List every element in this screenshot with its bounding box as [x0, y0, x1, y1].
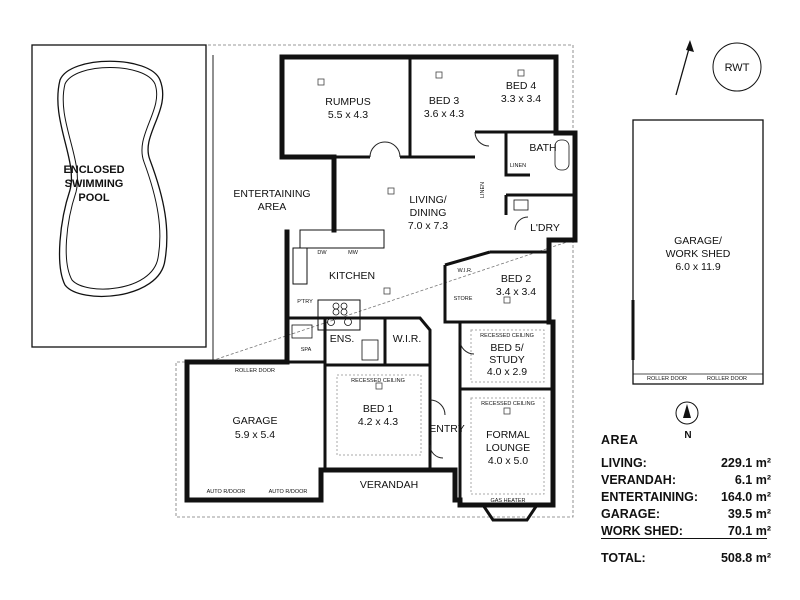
linen-label-2: LINEN — [480, 182, 486, 198]
living-label-line-1: LIVING/ — [409, 194, 446, 206]
dw-label: DW — [317, 250, 327, 256]
area-row: GARAGE: 39.5 m² — [601, 507, 771, 524]
door-swings — [369, 131, 529, 459]
area-row-label: ENTERTAINING: — [601, 490, 698, 504]
living-label-line-2: DINING — [410, 207, 447, 219]
lounge-size: 4.0 x 5.0 — [488, 455, 528, 467]
area-total-value: 508.8 m² — [720, 551, 771, 565]
bed4-size: 3.3 x 3.4 — [501, 93, 541, 105]
mw-label: MW — [348, 250, 359, 256]
wir-bed2-label: W.I.R. — [458, 268, 473, 274]
bed4-label: BED 4 — [506, 80, 537, 92]
ensuite-label: ENS. — [330, 333, 355, 345]
rwt-badge: RWT — [712, 42, 762, 92]
garage-size: 5.9 x 5.4 — [235, 429, 275, 441]
rwt-badge-text: RWT — [725, 62, 750, 74]
pool-enclosure: ENCLOSED SWIMMING POOL — [31, 44, 207, 348]
area-row-label: VERANDAH: — [601, 473, 676, 487]
bath-label: BATH — [529, 142, 556, 154]
rumpus-size: 5.5 x 4.3 — [328, 109, 368, 121]
area-row-label: GARAGE: — [601, 507, 661, 521]
bed1-ceiling-label: RECESSED CEILING — [351, 378, 405, 384]
shed-roller-door-1-label: ROLLER DOOR — [647, 376, 687, 382]
lounge-recessed-ceiling — [470, 397, 545, 495]
shed-label-line-1: GARAGE/ — [674, 235, 722, 247]
area-row: ENTERTAINING: 164.0 m² — [601, 490, 771, 507]
wir-main-label: W.I.R. — [393, 333, 422, 345]
bed5-label-line-2: STUDY — [489, 354, 525, 366]
garage-roller-door-label: ROLLER DOOR — [235, 368, 275, 374]
bed2-size: 3.4 x 3.4 — [496, 286, 536, 298]
kitchen-benches — [291, 139, 570, 361]
pool-label-line-3: POOL — [78, 192, 109, 204]
north-label: N — [684, 430, 691, 441]
area-total-label: TOTAL: — [601, 551, 646, 565]
shed-size: 6.0 x 11.9 — [675, 261, 720, 273]
shed-label-line-2: WORK SHED — [666, 248, 731, 260]
area-row-value: 164.0 m² — [720, 490, 771, 504]
area-row-value: 70.1 m² — [727, 524, 771, 538]
light-markers — [317, 69, 525, 415]
area-row-value: 6.1 m² — [734, 473, 771, 487]
bed5-label-line-1: BED 5/ — [490, 342, 523, 354]
property-boundary — [175, 44, 574, 518]
bed1-recessed-ceiling — [336, 374, 422, 456]
bed1-size: 4.2 x 4.3 — [358, 416, 398, 428]
garage-auto-door-1-label: AUTO R/DOOR — [207, 489, 246, 495]
spa-label: SPA — [301, 347, 312, 353]
lounge-ceiling-label: RECESSED CEILING — [481, 401, 535, 407]
area-table: AREA LIVING: 229.1 m² VERANDAH: 6.1 m² E… — [601, 433, 771, 568]
garage-label: GARAGE — [233, 415, 278, 427]
bed1-label: BED 1 — [363, 403, 394, 415]
area-row-label: LIVING: — [601, 456, 647, 470]
store-label: STORE — [454, 296, 473, 302]
verandah-label: VERANDAH — [360, 479, 418, 491]
pantry-label: P'TRY — [297, 299, 313, 305]
linen-label: LINEN — [510, 163, 526, 169]
gas-heater-label: GAS HEATER — [490, 498, 525, 504]
garage-auto-door-2-label: AUTO R/DOOR — [269, 489, 308, 495]
pool-label-line-2: SWIMMING — [65, 178, 124, 190]
area-row-value: 229.1 m² — [720, 456, 771, 470]
living-size: 7.0 x 7.3 — [408, 220, 448, 232]
area-row: WORK SHED: 70.1 m² — [601, 524, 771, 541]
shed-roller-door-2-label: ROLLER DOOR — [707, 376, 747, 382]
entertaining-label-line-1: ENTERTAINING — [233, 188, 310, 200]
north-arrow-icon — [675, 40, 694, 96]
compass-icon: N — [675, 401, 699, 441]
bed5-ceiling-label: RECESSED CEILING — [480, 333, 534, 339]
kitchen-label: KITCHEN — [329, 270, 375, 282]
lounge-label-line-2: LOUNGE — [486, 442, 530, 454]
pool-label-line-1: ENCLOSED — [63, 164, 124, 176]
area-row-label: WORK SHED: — [601, 524, 683, 538]
bed5-recessed-ceiling — [470, 329, 545, 383]
interior-walls — [287, 57, 575, 505]
area-table-divider — [601, 538, 767, 539]
work-shed: GARAGE/ WORK SHED 6.0 x 11.9 ROLLER DOOR… — [631, 119, 764, 385]
bed5-size: 4.0 x 2.9 — [487, 366, 527, 378]
laundry-label: L'DRY — [530, 222, 560, 234]
bed3-label: BED 3 — [429, 95, 460, 107]
lounge-label-line-1: FORMAL — [486, 429, 530, 441]
bed3-size: 3.6 x 4.3 — [424, 108, 464, 120]
area-total-row: TOTAL: 508.8 m² — [601, 551, 771, 568]
area-row: LIVING: 229.1 m² — [601, 456, 771, 473]
area-row-value: 39.5 m² — [727, 507, 771, 521]
rumpus-label: RUMPUS — [325, 96, 371, 108]
entertaining-label-line-2: AREA — [258, 201, 287, 213]
bed2-label: BED 2 — [501, 273, 532, 285]
area-title: AREA — [601, 433, 639, 447]
lounge-bay-window — [481, 504, 539, 522]
entry-label: ENTRY — [429, 423, 464, 435]
area-row: VERANDAH: 6.1 m² — [601, 473, 771, 490]
